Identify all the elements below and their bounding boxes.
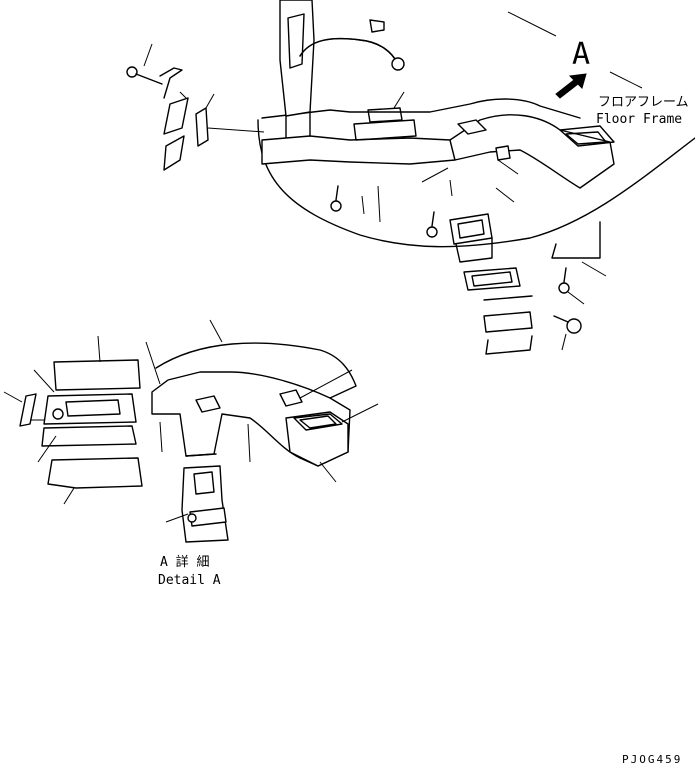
mounting-bracket xyxy=(551,221,601,259)
corrugated-hose xyxy=(299,37,399,65)
plate-lower xyxy=(483,295,533,301)
view-label-a: A xyxy=(572,37,590,72)
clip-part xyxy=(369,19,385,33)
main-assembly xyxy=(257,0,695,355)
upper-left-parts xyxy=(126,43,265,171)
bracket-upper-left xyxy=(163,97,189,135)
view-a-marker: A xyxy=(507,11,643,99)
floor-frame-callout: フロアフレーム Floor Frame xyxy=(596,95,689,127)
bolt-lower-right xyxy=(553,315,582,334)
detail-plate-3 xyxy=(41,425,137,447)
floor-frame-label-jp: フロアフレーム xyxy=(598,95,689,110)
detail-plate-1 xyxy=(53,359,141,391)
vertical-duct xyxy=(279,0,315,117)
gasket-lower xyxy=(463,267,521,291)
bolt-bracket xyxy=(558,267,570,294)
detail-gasket xyxy=(19,393,37,427)
drawing-code: PJOG459 xyxy=(622,753,682,766)
cover-lower xyxy=(483,311,533,333)
floor-frame-outline xyxy=(257,119,695,248)
detail-label-en: Detail A xyxy=(158,573,221,588)
clip-upper xyxy=(159,67,183,99)
bolt-main-left xyxy=(330,185,342,212)
clamp-lower xyxy=(485,335,533,355)
detail-label-jp: A 詳 細 xyxy=(160,554,209,570)
bolt-upper-left xyxy=(126,66,163,85)
view-direction-arrow-icon xyxy=(555,73,587,99)
detail-plate-4 xyxy=(47,457,143,489)
outlet-vent xyxy=(449,213,493,245)
gasket-upper-left xyxy=(195,107,209,147)
floor-frame-label-en: Floor Frame xyxy=(596,112,682,127)
detail-neck xyxy=(181,465,229,543)
detail-a-assembly xyxy=(3,319,379,543)
bolt-main-center xyxy=(426,211,438,238)
detail-a-caption: A 詳 細 Detail A xyxy=(158,554,221,588)
